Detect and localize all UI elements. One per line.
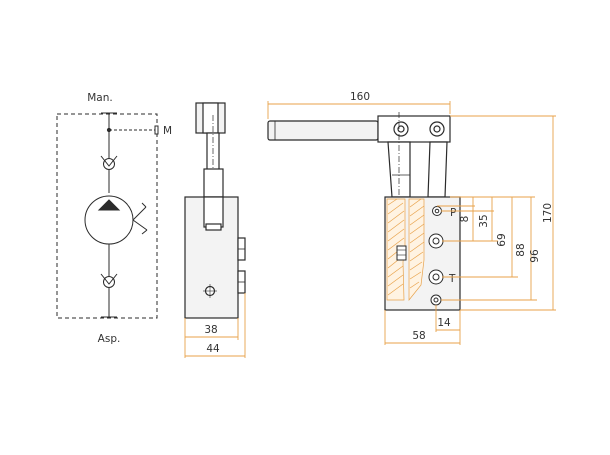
gauge-port-symbol [154, 125, 159, 135]
hydraulic-schematic [56, 112, 159, 319]
dim-88: 88 [515, 243, 527, 256]
dim-base-width: 58 [412, 330, 425, 342]
dim-35: 35 [478, 214, 490, 227]
dim-side-44: 44 [206, 343, 220, 355]
schematic-bottom-label: Asp. [98, 333, 121, 345]
port-label-t: T [448, 273, 456, 285]
side-view [184, 102, 246, 319]
upper-check-valve [100, 155, 118, 170]
dim-14: 14 [437, 317, 451, 329]
schematic-boundary [56, 113, 158, 319]
schematic-top-label: Man. [87, 92, 113, 104]
hand-pump-symbol [84, 195, 148, 245]
dim-total-height: 170 [542, 203, 554, 223]
schematic-port-label: M [163, 125, 172, 137]
port-label-p: P [450, 207, 456, 219]
side-view-dimensions [184, 293, 246, 358]
lower-check-valve [100, 273, 118, 288]
dim-8: 8 [459, 216, 471, 223]
handle-bar [267, 120, 379, 141]
dim-96: 96 [529, 249, 541, 263]
front-view-dimensions [267, 101, 556, 345]
section-cutaway [386, 198, 425, 301]
dim-69: 69 [496, 233, 508, 246]
dim-side-38: 38 [204, 324, 217, 336]
dim-handle-length: 160 [350, 91, 370, 103]
